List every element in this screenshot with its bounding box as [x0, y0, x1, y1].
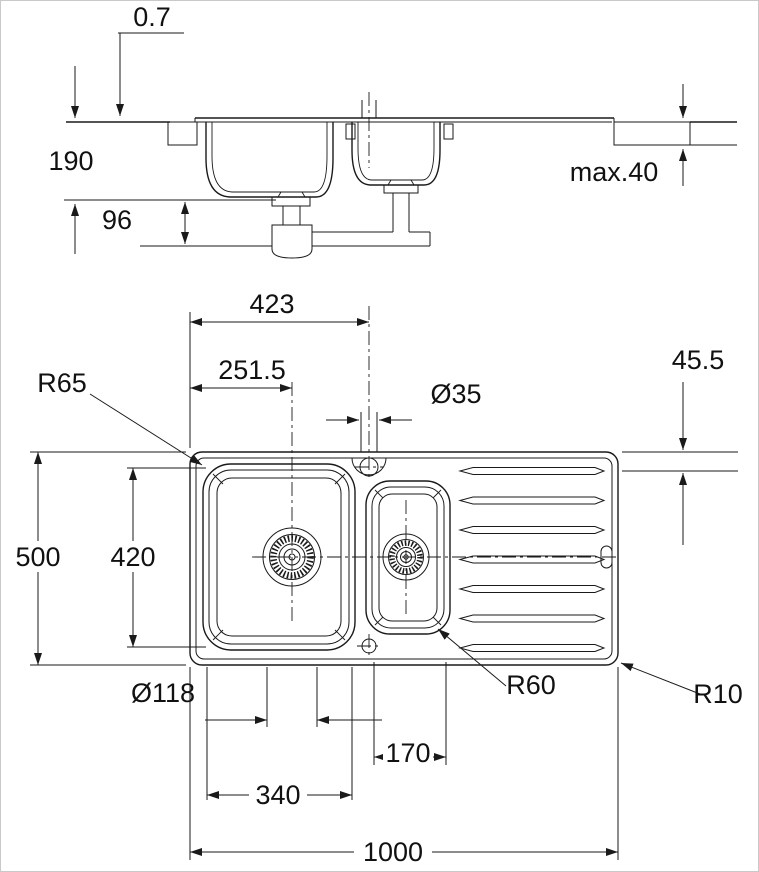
dim-tap-hole-diameter-label: Ø35	[430, 379, 481, 409]
dim-bowl-depth-label: 190	[48, 146, 93, 176]
waste-pipe	[312, 231, 431, 247]
drainboard-groove	[458, 555, 606, 564]
tap-hole-profile	[361, 92, 377, 168]
drainboard-groove	[458, 614, 606, 623]
sink-outer-edge	[189, 451, 619, 666]
drainboard-grooves	[458, 467, 606, 652]
accessory-hole	[357, 634, 381, 658]
plan-view-dimensions	[30, 312, 738, 860]
dim-tap-from-left-label: 423	[249, 289, 294, 319]
counter-hatch-right	[613, 121, 691, 146]
dim-main-bowl-width-label: 340	[255, 780, 300, 810]
side-view-dimensions	[64, 32, 687, 254]
dim-corner-radius-label: R10	[693, 679, 743, 709]
label-backgrounds	[14, 146, 433, 867]
main-drain-assembly	[271, 196, 313, 259]
dim-groove-offset-label: 45.5	[672, 345, 725, 375]
small-drain-assembly	[383, 184, 419, 232]
dim-small-bowl-radius-label: R60	[506, 670, 556, 700]
dim-overall-length-label: 1000	[363, 837, 423, 867]
side-view-drawing	[66, 92, 737, 259]
dim-drain-diameter-label: Ø118	[131, 678, 195, 708]
drainboard-groove	[458, 585, 606, 593]
dim-trap-height-label: 96	[102, 205, 132, 235]
dim-overall-depth-label: 500	[15, 542, 60, 572]
dim-counter-thickness-label: max.40	[570, 157, 659, 187]
counter-hatch-left	[167, 121, 198, 146]
drainboard-groove	[458, 467, 606, 475]
mounting-clip	[443, 123, 454, 140]
drainboard-groove	[458, 526, 606, 534]
center-lines	[252, 306, 618, 622]
drainboard-groove	[458, 644, 606, 652]
dim-drain-from-left-label: 251.5	[218, 355, 286, 385]
mounting-clip	[345, 123, 356, 140]
dim-rim-height-label: 0.7	[133, 2, 171, 32]
drainboard-groove	[458, 496, 606, 505]
dimension-labels: 0.7 190 96 max.40 423 251.5 Ø35 45.5 R65…	[15, 2, 742, 867]
small-bowl-plan	[365, 480, 451, 635]
dim-bowl-length-label: 420	[110, 542, 155, 572]
dim-small-bowl-width-label: 170	[385, 738, 430, 768]
dim-main-bowl-radius-label: R65	[37, 368, 87, 398]
